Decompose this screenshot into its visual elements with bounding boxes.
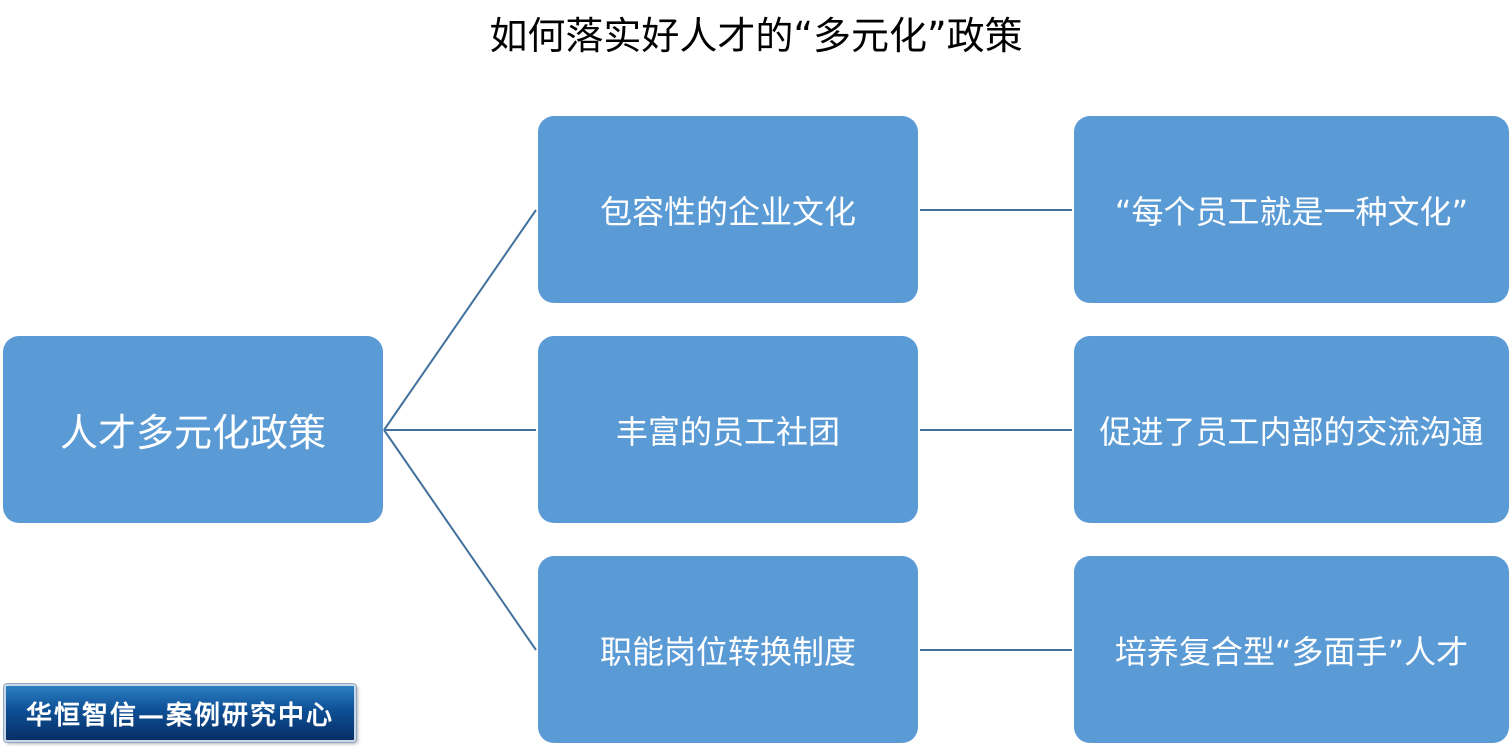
diagram-title: 如何落实好人才的“多元化”政策	[489, 14, 1023, 58]
branch-node-1: 包容性的企业文化	[538, 116, 918, 303]
detail-node-1: “每个员工就是一种文化”	[1074, 116, 1509, 303]
detail-node-2: 促进了员工内部的交流沟通	[1074, 336, 1509, 523]
detail-node-3: 培养复合型“多面手”人才	[1074, 556, 1509, 743]
branch-node-2: 丰富的员工社团	[538, 336, 918, 523]
root-node: 人才多元化政策	[3, 336, 383, 523]
connector-root-branch-1	[383, 209, 537, 431]
logo-badge: 华恒智信—案例研究中心	[4, 684, 356, 742]
branch-node-3: 职能岗位转换制度	[538, 556, 918, 743]
connector-root-branch-3	[383, 429, 537, 651]
